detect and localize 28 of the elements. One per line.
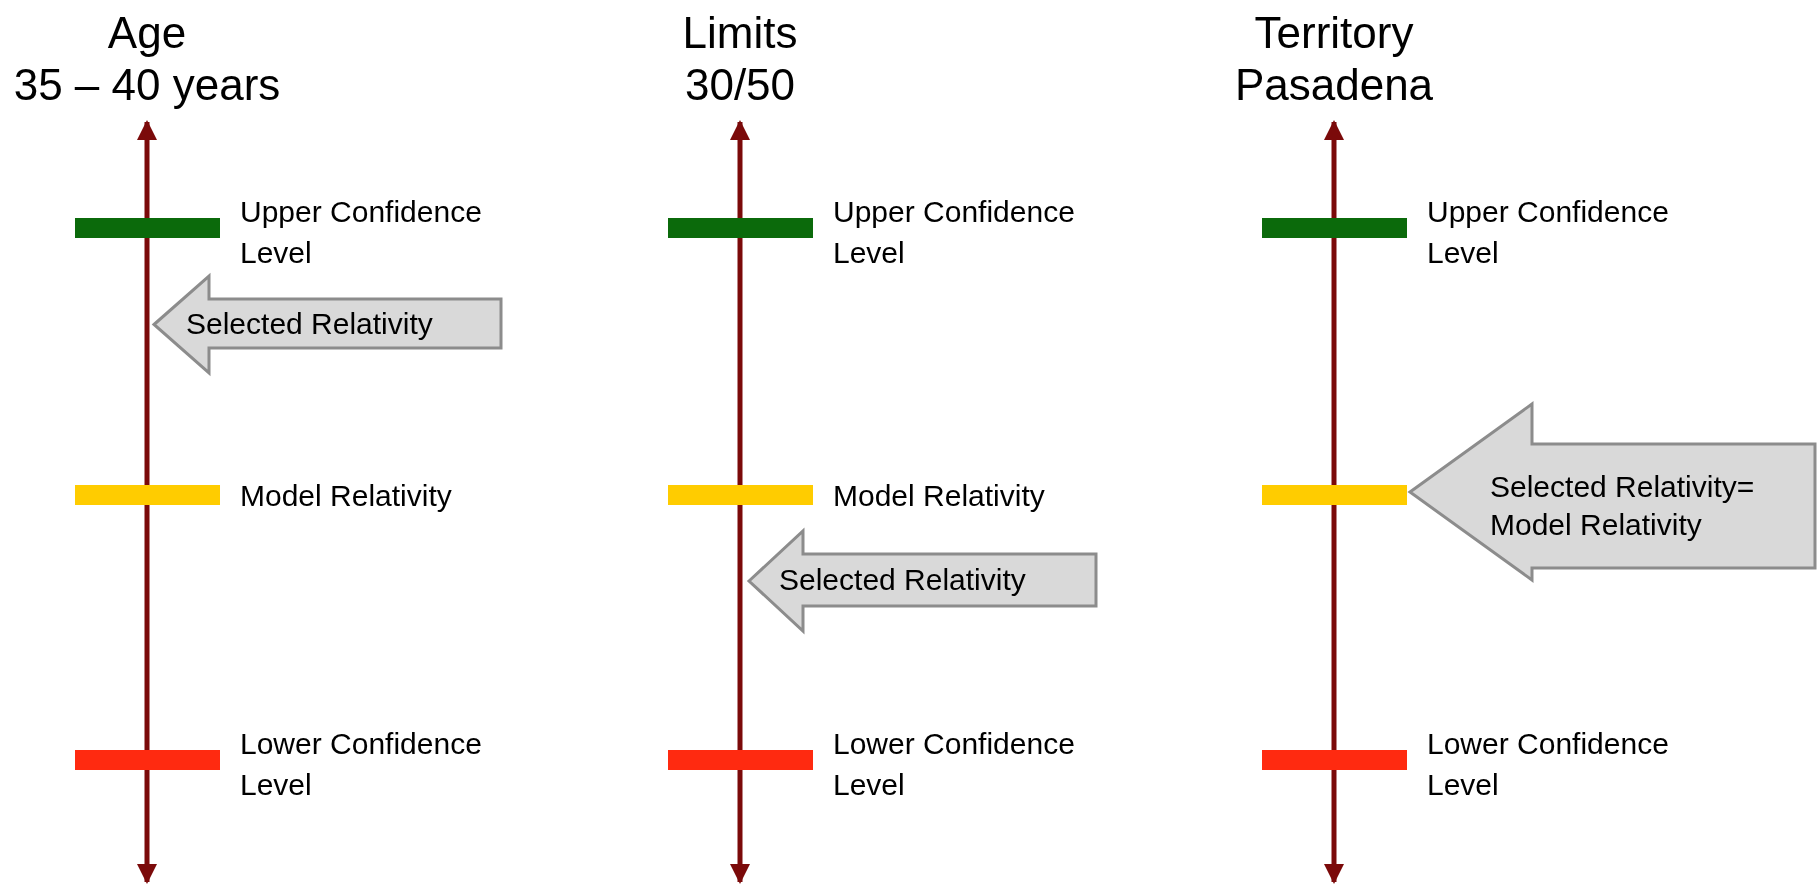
arrow-label: Selected Relativity (779, 562, 1027, 598)
arrow-label: Selected Relativity= Model Relativity (1490, 469, 1756, 543)
axis-subtitle: Pasadena (1234, 60, 1434, 110)
axis-subtitle: 30/50 (684, 60, 796, 110)
axis-subtitle: 35 – 40 years (13, 60, 281, 110)
block-arrow (1410, 404, 1815, 580)
tick-label: Lower Confidence Level (833, 726, 1076, 803)
tick-label: Lower Confidence Level (240, 726, 483, 803)
tick-label: Upper Confidence Level (1427, 194, 1670, 271)
tick-label: Model Relativity (240, 478, 453, 514)
lower-limit-bar (668, 750, 813, 770)
upper-limit-bar (668, 218, 813, 238)
tick-label: Upper Confidence Level (833, 194, 1076, 271)
block-arrow (154, 276, 501, 373)
model-value-bar (1262, 485, 1407, 505)
axis-title: Territory (1254, 8, 1414, 58)
arrow-label: Selected Relativity (186, 305, 434, 342)
axis-title: Limits (682, 8, 798, 58)
upper-limit-bar (1262, 218, 1407, 238)
tick-label: Lower Confidence Level (1427, 726, 1670, 803)
axis-title: Age (107, 8, 187, 58)
model-value-bar (668, 485, 813, 505)
tick-label: Upper Confidence Level (240, 194, 483, 271)
model-value-bar (75, 485, 220, 505)
tick-label: Model Relativity (833, 478, 1046, 514)
upper-limit-bar (75, 218, 220, 238)
lower-limit-bar (1262, 750, 1407, 770)
lower-limit-bar (75, 750, 220, 770)
